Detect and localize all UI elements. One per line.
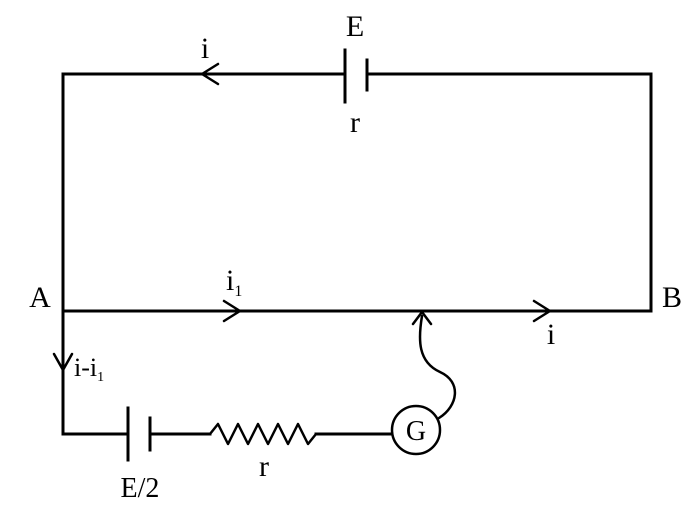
branch-current-arrow xyxy=(52,352,74,372)
resistor-label: r xyxy=(259,450,269,483)
i1-label-sub: 1 xyxy=(234,283,242,300)
jockey-lead xyxy=(418,314,457,420)
top-battery xyxy=(343,48,369,104)
i1-arrow xyxy=(222,299,242,323)
jockey-tip xyxy=(411,310,433,326)
top-battery-resistance-label: r xyxy=(350,106,360,139)
top-current-arrow xyxy=(200,62,220,86)
galvanometer-circle xyxy=(390,404,442,456)
galvanometer-label: G xyxy=(406,416,426,447)
bottom-battery xyxy=(126,406,152,462)
node-a-label: A xyxy=(29,281,51,314)
right-current-label: i xyxy=(547,318,555,351)
bottom-battery-emf-label: E/2 xyxy=(121,473,160,504)
node-b-label: B xyxy=(662,281,682,314)
i1-label: i1 xyxy=(226,264,242,300)
resistor xyxy=(208,422,318,446)
branch-current-label-main: i-i xyxy=(74,353,97,382)
i1-label-main: i xyxy=(226,264,234,297)
branch-current-label: i-i1 xyxy=(74,353,104,385)
top-battery-emf-label: E xyxy=(346,10,364,43)
i-arrow-right xyxy=(532,299,552,323)
branch-current-label-sub: 1 xyxy=(97,370,104,385)
top-current-label: i xyxy=(201,32,209,65)
